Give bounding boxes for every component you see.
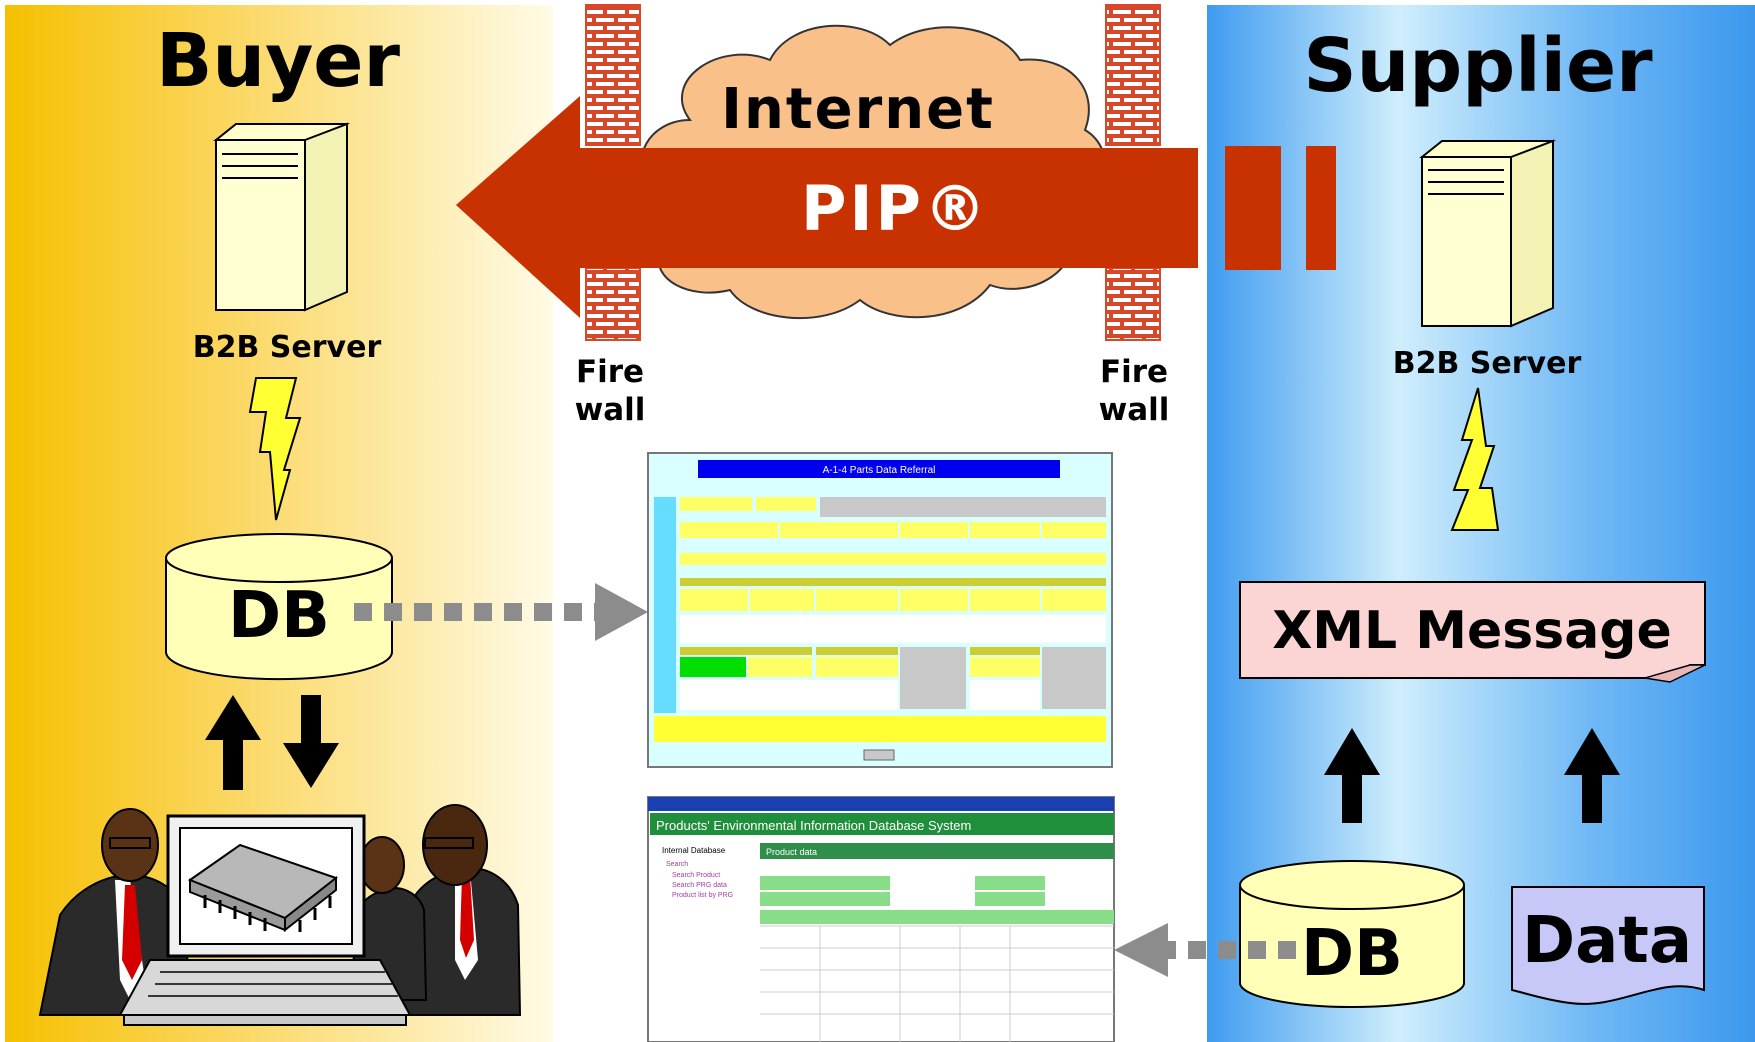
xml-message-label: XML Message: [1272, 601, 1672, 661]
db-screenshot-sidebar-header: Internal Database: [662, 846, 726, 855]
firewall-left-line2: wall: [575, 392, 646, 428]
form-screenshot-title: A-1-4 Parts Data Referral: [823, 465, 936, 476]
buyer-server-label: B2B Server: [193, 330, 382, 365]
db-screenshot-sidebar-link[interactable]: Search: [666, 861, 688, 868]
pip-arrow: [456, 96, 1336, 318]
db-screenshot-title: Products' Environmental Information Data…: [656, 818, 971, 833]
buyer-lightning-icon: [248, 377, 302, 521]
dotted-arrow-to-form: [354, 583, 648, 641]
db-screenshot-sidebar-link[interactable]: Search Product: [672, 872, 720, 879]
data-label: Data: [1522, 904, 1692, 978]
db-screenshot-sidebar-link[interactable]: Search PRG data: [672, 882, 727, 889]
pip-label: PIP®: [801, 172, 989, 245]
data-document-icon: [1511, 886, 1705, 1005]
environmental-db-screenshot: [647, 796, 1115, 1042]
xml-message-box: [1239, 581, 1706, 683]
firewall-left: [585, 4, 641, 341]
buyer-up-arrow-icon: [205, 695, 261, 790]
firewall-right-line1: Fire: [1100, 354, 1168, 390]
supplier-lightning-icon: [1450, 387, 1500, 531]
buyer-down-arrow-icon: [283, 695, 339, 788]
supplier-up-arrow-left-icon: [1324, 728, 1380, 823]
supplier-up-arrow-right-icon: [1564, 728, 1620, 823]
firewall-right-line2: wall: [1099, 392, 1170, 428]
buyer-server-icon: [213, 122, 350, 312]
db-screenshot-sidebar-link[interactable]: Product list by PRG: [672, 892, 733, 899]
buyers-with-laptop-illustration: [38, 804, 522, 1026]
buyer-db-cylinder: [165, 533, 393, 681]
buyer-title: Buyer: [156, 18, 401, 104]
firewall-left-line1: Fire: [576, 354, 644, 390]
supplier-db-cylinder: [1239, 860, 1465, 1008]
db-screenshot-subtitle: Product data: [766, 847, 817, 857]
supplier-server-label: B2B Server: [1393, 346, 1582, 381]
internet-label: Internet: [721, 77, 995, 142]
parts-data-form-screenshot: [647, 452, 1113, 768]
buyer-db-label: DB: [228, 579, 330, 653]
supplier-db-label: DB: [1301, 917, 1403, 991]
supplier-server-icon: [1419, 139, 1556, 328]
supplier-title: Supplier: [1303, 23, 1653, 109]
dotted-arrow-to-db-screenshot: [1114, 923, 1296, 977]
